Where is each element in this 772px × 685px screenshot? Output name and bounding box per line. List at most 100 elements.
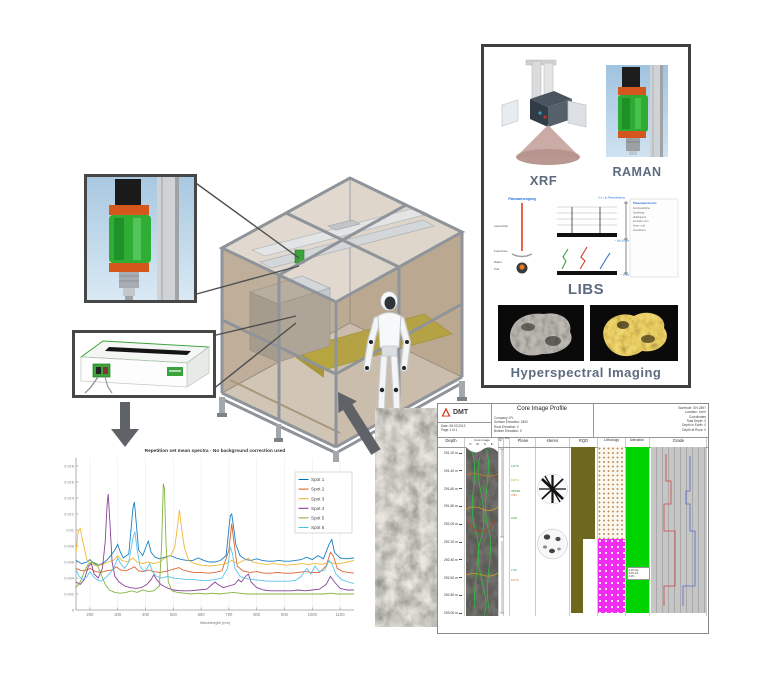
grade-column bbox=[651, 447, 706, 613]
doc-header-line: Date: 08.03.2013 bbox=[441, 424, 466, 428]
svg-text:Spot 1: Spot 1 bbox=[311, 477, 325, 482]
xrf-head-top bbox=[530, 91, 572, 107]
chart-title: Repetition set mean spectra - No backgro… bbox=[145, 448, 286, 454]
depth-label: 291.60 m bbox=[440, 487, 462, 491]
hyperspectral-rock-gray bbox=[498, 305, 584, 361]
rose-spokes bbox=[539, 475, 566, 503]
doc-header-line: Page 1 of 1 bbox=[441, 428, 458, 433]
structure-traces-green bbox=[471, 448, 491, 616]
rqd-bar-lower bbox=[571, 539, 583, 613]
col-head-core-no: Core No. bbox=[498, 438, 503, 442]
depth-label: 292.60 m bbox=[440, 576, 462, 580]
hyperspectral-rock-gold bbox=[590, 305, 678, 361]
svg-text:0.004: 0.004 bbox=[64, 575, 75, 580]
plane-entry: s 66 bbox=[511, 568, 517, 572]
svg-text:0: 0 bbox=[72, 607, 75, 612]
cable-1 bbox=[84, 376, 99, 394]
sensor-clamp-top bbox=[109, 205, 149, 215]
series-spot-4 bbox=[75, 493, 354, 592]
focus-lens bbox=[511, 253, 533, 258]
svg-text:Spot 2: Spot 2 bbox=[311, 487, 325, 492]
col-head-alteration: Alteration bbox=[629, 438, 645, 442]
svg-text:Laserstrahl: Laserstrahl bbox=[494, 224, 508, 228]
plane-entry: 14/78 bbox=[511, 464, 519, 468]
xrf-panel-right bbox=[567, 100, 587, 128]
depth-label: 291.80 m bbox=[440, 504, 462, 508]
svg-text:Strahlung,: Strahlung, bbox=[633, 210, 645, 214]
series-spot-2 bbox=[75, 523, 355, 574]
libs-label: LIBS bbox=[567, 281, 605, 298]
energy-levels-top bbox=[557, 206, 617, 226]
col-head-core-image: Core Image bbox=[474, 438, 490, 442]
svg-text:Kontinuierliche: Kontinuierliche bbox=[633, 206, 651, 210]
col-head-plane: Plane bbox=[517, 438, 529, 443]
sensor-clamp-bottom bbox=[109, 263, 149, 272]
transition-red bbox=[579, 246, 588, 270]
svg-text:0.01: 0.01 bbox=[66, 527, 74, 532]
grade-curve-red bbox=[663, 454, 676, 606]
robot-visor bbox=[384, 296, 396, 310]
raman-sensor-drawing bbox=[87, 177, 194, 300]
spectrometer-drawing bbox=[79, 340, 211, 394]
svg-text:Makro: Makro bbox=[494, 260, 502, 264]
svg-text:700: 700 bbox=[225, 612, 233, 617]
doc-header-line: Depth at Rock: 0 bbox=[682, 427, 706, 432]
svg-text:Emission von: Emission von bbox=[633, 219, 649, 223]
depth-label: 292.20 m bbox=[440, 540, 462, 544]
dmt-logo-text: DMT bbox=[453, 408, 469, 416]
alteration-note-line: 4.0% Fe bbox=[628, 571, 639, 575]
structure-traces-colored bbox=[466, 473, 498, 577]
svg-text:Spot 6: Spot 6 bbox=[311, 525, 325, 530]
svg-text:Spot 4: Spot 4 bbox=[311, 506, 325, 511]
svg-text:0.014: 0.014 bbox=[64, 495, 75, 500]
col-head-run: Run bbox=[504, 438, 510, 440]
methods-panel: XRF RAMAN Plasmaerzeugung bbox=[481, 44, 691, 388]
hyperspectral-label: Hyperspectral Imaging bbox=[510, 365, 662, 380]
svg-text:200: 200 bbox=[86, 612, 94, 617]
series-spot-1 bbox=[75, 501, 355, 566]
doc-header-line: Location: Lerm bbox=[684, 410, 706, 415]
col-head-rqd: RQD bbox=[578, 438, 589, 443]
sensor-closeup-inset bbox=[84, 174, 197, 303]
svg-text:400: 400 bbox=[142, 612, 150, 617]
xrf-label: XRF bbox=[529, 173, 558, 188]
svg-text:Puls: Puls bbox=[494, 267, 500, 271]
libs-left-header: Plasmaerzeugung bbox=[508, 197, 535, 201]
svg-text:600: 600 bbox=[198, 612, 206, 617]
svg-text:0.002: 0.002 bbox=[64, 591, 74, 596]
svg-text:500: 500 bbox=[170, 612, 178, 617]
grade-curves bbox=[663, 454, 696, 606]
svg-text:abklingend;: abklingend; bbox=[633, 215, 647, 219]
stereonet-poles bbox=[543, 534, 561, 554]
doc-header-line: Company: IFL bbox=[494, 416, 515, 420]
svg-text:Ionenlinien: Ionenlinien bbox=[633, 228, 646, 232]
doc-title: Core Image Profile bbox=[516, 406, 568, 412]
doc-header-line: Surface Elevation: 1800 bbox=[494, 420, 528, 425]
col-head-depth: Depth bbox=[445, 438, 457, 443]
col-head-grade: Grade bbox=[672, 438, 685, 443]
transition-green bbox=[561, 248, 569, 270]
xrf-beam-cone bbox=[516, 125, 580, 157]
svg-text:800: 800 bbox=[253, 612, 261, 617]
col-head-lithology: Lithology bbox=[603, 438, 620, 442]
libs-right-header: Plasmaemission bbox=[633, 201, 657, 205]
svg-text:0.012: 0.012 bbox=[64, 511, 74, 516]
sensor-cable bbox=[115, 179, 141, 206]
svg-text:0.006: 0.006 bbox=[64, 559, 74, 564]
chart-xlabel: Wavelength (nm) bbox=[200, 620, 231, 625]
doc-header-line: Coordinates bbox=[688, 414, 706, 419]
svg-text:Spot 5: Spot 5 bbox=[311, 516, 325, 521]
chart-legend bbox=[294, 471, 353, 534]
core-image-strip bbox=[466, 447, 498, 616]
plane-entry: 2/48 bbox=[511, 516, 517, 520]
doc-header-line: Borehole: GH-2897 bbox=[678, 406, 706, 410]
lithology-lower bbox=[598, 539, 625, 613]
